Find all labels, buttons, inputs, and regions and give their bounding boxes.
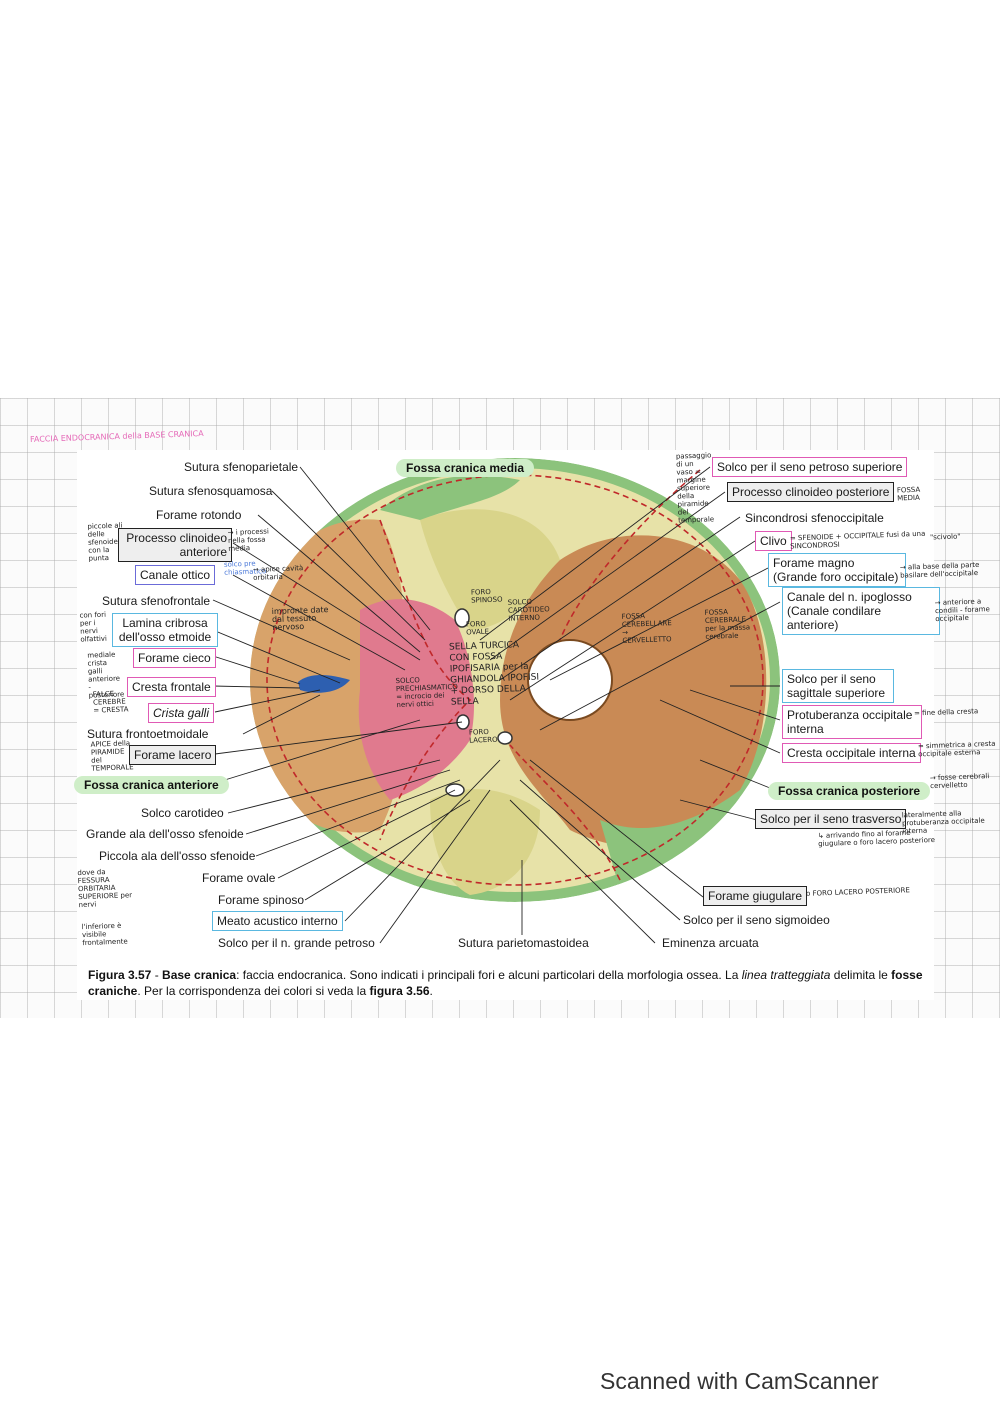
middle-fossa-region [420,509,560,630]
label-lamina-cribrosa: Lamina cribrosa dell'osso etmoide [112,613,218,647]
label-forame-spinoso: Forame spinoso [218,893,305,907]
label-cresta-frontale: Cresta frontale [127,677,216,697]
label-sutura-frontoetmoidale: Sutura frontoetmoidale [87,727,209,741]
foramen-ovale-shape [454,608,470,628]
note-processo-post: FOSSA MEDIA [896,485,921,503]
posterior-fossa-region [500,535,767,847]
caption-bold2: fosse craniche [88,968,923,998]
camscanner-footer: Scanned with CamScanner [600,1368,879,1394]
label-grande-ala: Grande ala dell'osso sfenoide [86,827,244,841]
note-sella-turcica: SELLA TURCICA CON FOSSA IPOFISARIA per l… [448,640,540,708]
note-canale-ottico: → apice cavità orbitaria [252,564,304,582]
caption-text1: : faccia endocranica. Sono indicati i pr… [236,968,742,982]
note-ipoglosso: → anteriore a condili - forame occipital… [934,597,991,624]
caption-text3: . Per la corrispondenza dei colori si ve… [137,984,370,998]
note-cresta-occ: = simmetrica a cresta occipitale esterna [917,739,996,759]
label-solco-grande-petroso: Solco per il n. grande petroso [218,936,375,950]
label-sutura-parietomastoidea: Sutura parietomastoidea [458,936,589,950]
caption-dash: - [151,968,163,982]
note-impronte: impronte date dal tessuto nervoso [271,605,329,633]
note-grande-ala: dove da FESSURA ORBITARIA SUPERIORE per … [77,868,133,910]
caption-text2: delimita le [830,968,892,982]
label-piccola-ala: Piccola ala dell'osso sfenoide [99,849,256,863]
foramen-lacerum-shape [456,714,470,730]
note-foro-lacero: FORO LACERO [468,727,498,745]
label-forame-ovale: Forame ovale [202,871,276,885]
label-forame-cieco: Forame cieco [133,648,216,668]
note-fossa-cerebrale: FOSSA CEREBRALE per la massa cerebrale [704,608,751,641]
caption-italic: linea tratteggiata [741,968,831,982]
note-solco-prechiasmatico: SOLCO PRECHIASMATICO = incrocio dei nerv… [395,676,458,710]
label-cresta-occipitale-interna: Cresta occipitale interna [782,743,921,763]
caption-bold3: figura 3.56 [369,984,430,998]
label-sincondrosi: Sincondrosi sfenoccipitale [745,511,884,525]
figure-caption: Figura 3.57 - Base cranica: faccia endoc… [88,967,928,999]
foramen-magnum [527,639,613,721]
caption-text4: . [429,984,433,998]
label-processo-clinoideo-anteriore: Processo clinoideo anteriore [118,528,232,562]
note-processo-ant: → i processi nella fossa media [227,527,269,553]
fossa-posteriore-title: Fossa cranica posteriore [768,782,931,800]
note-passaggio: passaggio di un vaso = margine superiore… [675,451,715,525]
leader-lines [212,466,781,944]
ethmoid-lamina [298,675,350,693]
label-solco-sigmoideo: Solco per il seno sigmoideo [683,913,830,927]
label-forame-rotondo: Forame rotondo [156,508,242,522]
note-forame-lacero: APICE della PIRAMIDE del TEMPORALE [90,739,134,773]
fossa-anteriore-title: Fossa cranica anteriore [74,776,229,794]
label-sutura-sfenosquamosa: Sutura sfenosquamosa [149,484,273,498]
label-canale-ottico: Canale ottico [135,565,216,585]
note-piccole-ali: piccole ali delle sfenoide con la punta [87,521,123,563]
note-inferiore: l'inferiore è visibile frontalmente [81,921,128,948]
note-solco-carotideo: SOLCO CAROTIDEO INTERNO [507,597,550,623]
fossa-media-title: Fossa cranica media [396,459,535,477]
caption-fig: Figura 3.57 [88,968,152,982]
label-eminenza-arcuata: Eminenza arcuata [662,936,759,950]
sphenoid-region [358,599,475,800]
label-meato-acustico-interno: Meato acustico interno [212,911,343,931]
note-scivolo: "scivolo" [929,532,961,542]
label-processo-clinoideo-posteriore: Processo clinoideo posteriore [727,482,895,502]
label-forame-magno: Forame magno (Grande foro occipitale) [768,553,906,587]
label-sutura-sfenofrontale: Sutura sfenofrontale [102,594,211,608]
note-fosse-cerebrali: → fosse cerebrali cervelletto [929,772,990,791]
label-solco-carotideo: Solco carotideo [141,806,224,820]
label-sutura-sfenoparietale: Sutura sfenoparietale [184,460,299,474]
note-foro-spinoso: FORO SPINOSO [470,587,503,605]
label-solco-trasverso: Solco per il seno trasverso [755,809,907,829]
label-clivo: Clivo [755,531,792,551]
note-falce: FALCE CEREBRE = CRESTA [92,689,129,715]
note-lamina: con fori per i nervi olfattivi [79,610,108,644]
label-forame-giugulare: Forame giugulare [703,886,808,906]
label-canale-ipoglosso: Canale del n. ipoglosso (Canale condilar… [782,587,940,635]
note-foro-ovale: FORO OVALE [465,619,490,637]
label-crista-galli: Crista galli [148,703,215,723]
note-forame-magno: → alla base della parte basilare dell'oc… [899,560,980,580]
fossa-boundaries [266,469,764,886]
label-solco-petroso-superiore: Solco per il seno petroso superiore [712,457,908,477]
label-solco-sagittale: Solco per il seno sagittale superiore [782,669,894,703]
label-protuberanza: Protuberanza occipitale interna [782,705,922,739]
note-fossa-cerebellare: FOSSA CEREBELLARE → CERVELLETTO [621,612,672,645]
label-forame-lacero: Forame lacero [129,745,217,765]
caption-title: Base cranica [162,968,237,982]
